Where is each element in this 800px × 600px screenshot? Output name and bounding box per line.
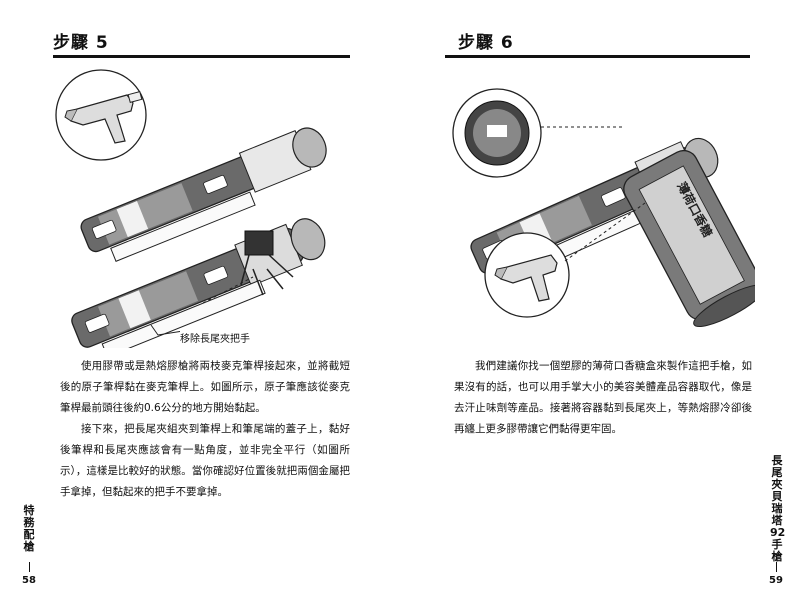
chapter-side-title: 長尾夾貝瑞塔92手槍 — [770, 454, 786, 563]
binder-clip-icon — [240, 230, 294, 296]
dashed-guide — [564, 202, 646, 262]
page-number: 59 — [769, 575, 783, 586]
paragraph: 我們建議你找一個塑膠的薄荷口香糖盒來製作這把手槍，如果沒有的話，也可以用手掌大小… — [454, 360, 752, 435]
step-5-title: 步驟 5 — [53, 33, 109, 53]
upper-marker-assembly — [80, 127, 327, 262]
page-number-rule — [776, 562, 777, 572]
step-5-illustration — [53, 63, 353, 358]
marker-gun-assembly-drawing — [55, 69, 327, 358]
marker-gun-with-mint-box-drawing: 薄荷口香糖 — [452, 88, 766, 327]
page-number: 58 — [22, 575, 36, 586]
step-6-title: 步驟 6 — [458, 33, 514, 53]
page-number-rule — [29, 562, 30, 572]
chapter-side-title: 特務配槍 — [23, 504, 35, 553]
title-rule — [445, 55, 750, 58]
glue-gun-icon — [494, 254, 558, 302]
right-page: 步驟 6 — [400, 0, 800, 600]
step-6-body: 我們建議你找一個塑膠的薄荷口香糖盒來製作這把手槍，如果沒有的話，也可以用手掌大小… — [454, 356, 752, 440]
remove-clip-handle-callout: 移除長尾夾把手 — [180, 330, 250, 345]
title-rule — [53, 55, 350, 58]
paragraph: 接下來，把長尾夾組夾到筆桿上和筆尾端的蓋子上，黏好後筆桿和長尾夾應該會有一點角度… — [60, 423, 350, 498]
step-5-body: 使用膠帶或是熱熔膠槍將兩枝麥克筆桿接起來，並將截短後的原子筆桿黏在麥克筆桿上。如… — [60, 356, 350, 503]
glue-gun-icon — [64, 90, 143, 144]
callout-leader — [150, 324, 184, 336]
step-6-illustration: 薄荷口香糖 — [445, 63, 766, 348]
mint-box-lid-label — [487, 125, 507, 137]
paragraph: 使用膠帶或是熱熔膠槍將兩枝麥克筆桿接起來，並將截短後的原子筆桿黏在麥克筆桿上。如… — [60, 360, 350, 414]
mint-container — [623, 149, 766, 327]
left-page: 步驟 5 — [22, 33, 353, 586]
